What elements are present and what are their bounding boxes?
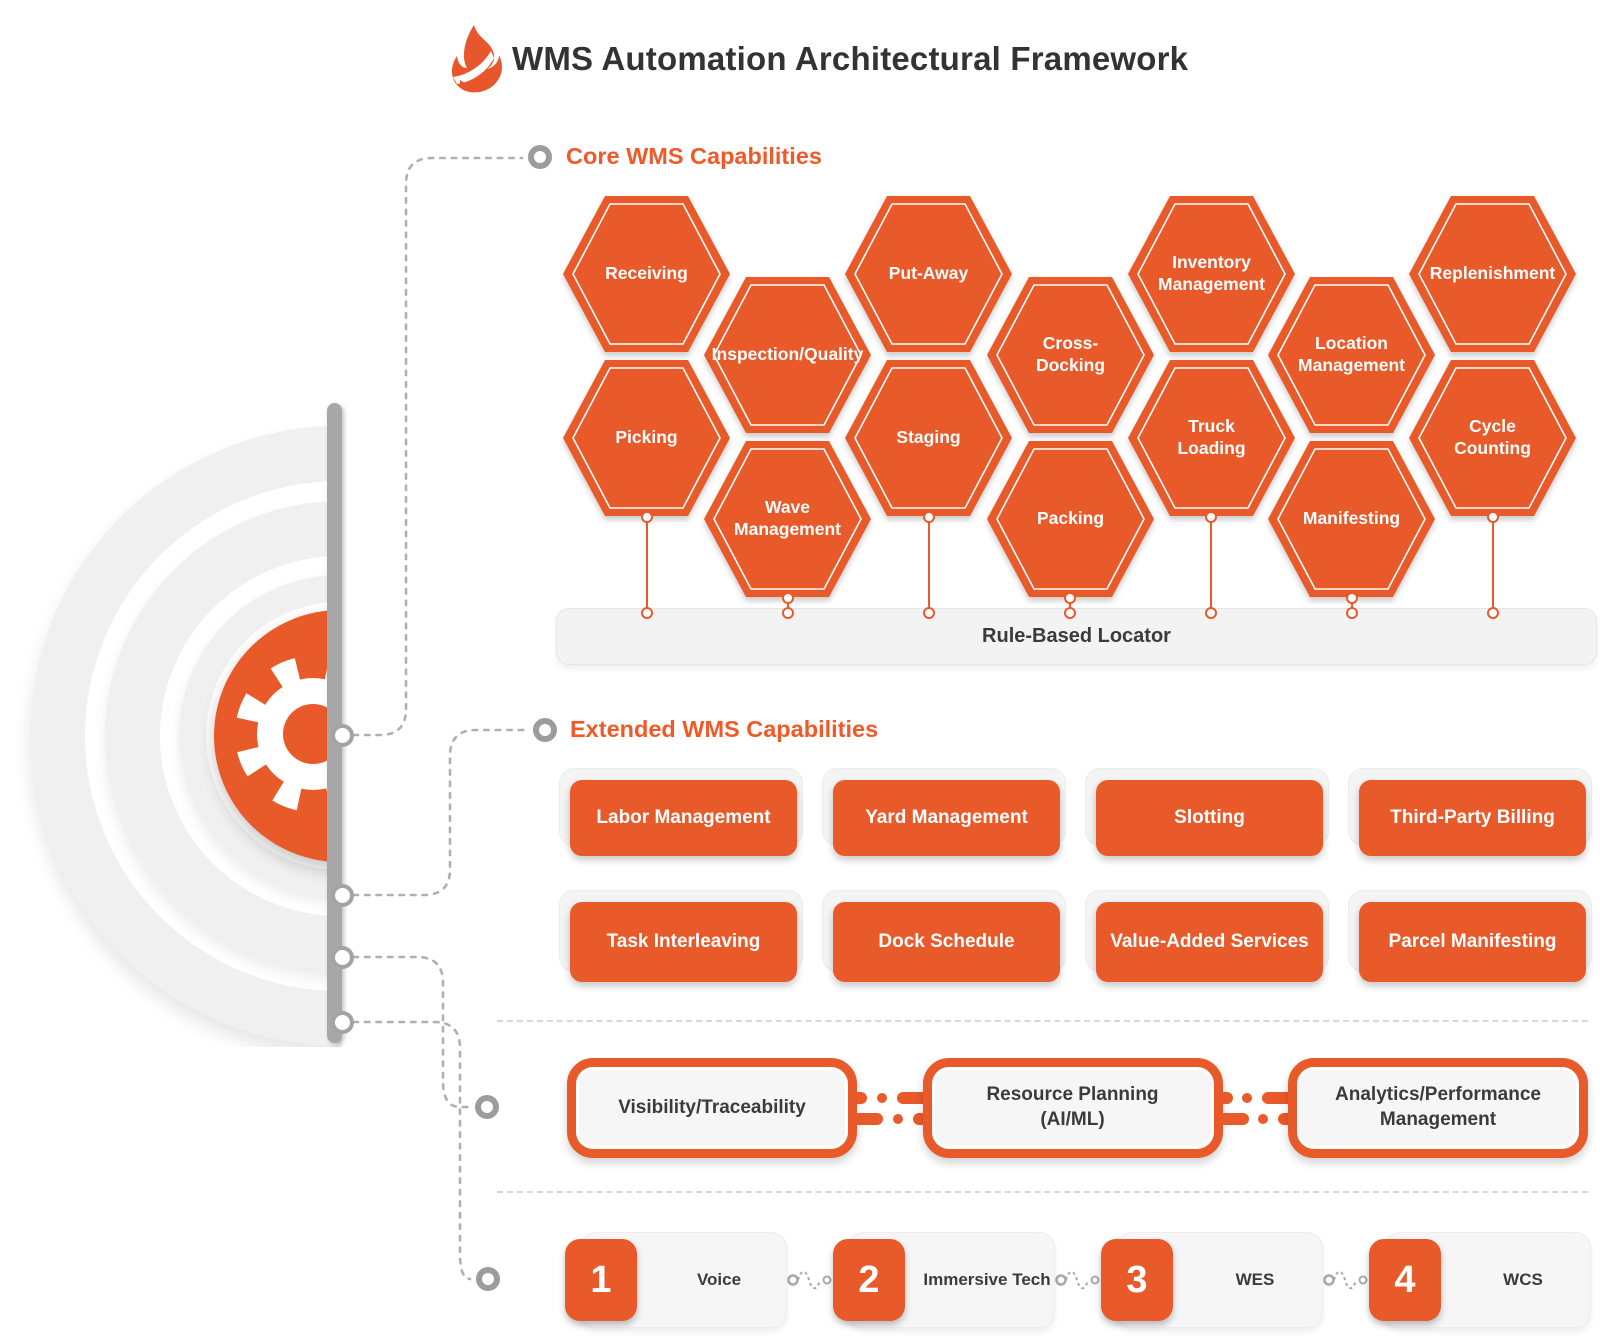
capability-parcel-manifesting: Parcel Manifesting	[1348, 890, 1592, 982]
hex-cell: Manifesting	[1267, 440, 1436, 598]
spine-bar	[327, 403, 342, 1043]
core-hexagon-grid: Receiving Picking Inspection/Quality Wav…	[555, 195, 1600, 675]
spine-node-extended	[331, 884, 354, 907]
number-badge: 2	[833, 1239, 905, 1321]
squiggle-connector-icon	[1055, 1263, 1101, 1297]
spine-node-timeline	[331, 1011, 354, 1034]
gear-icon	[235, 656, 342, 812]
bullseye-arcs	[0, 425, 342, 1047]
timeline-item-voice: 1 Voice	[565, 1232, 787, 1328]
hex-cell: Inventory Management	[1127, 195, 1296, 353]
number-badge: 4	[1369, 1239, 1441, 1321]
timeline-item-immersive-tech: 2 Immersive Tech	[833, 1232, 1055, 1328]
extended-row-1: Labor Management Yard Management Slottin…	[559, 768, 1592, 856]
timeline-item-wcs: 4 WCS	[1369, 1232, 1591, 1328]
flame-icon	[451, 25, 502, 93]
hex-cell: Location Management	[1267, 276, 1436, 434]
capability-slotting: Slotting	[1085, 768, 1329, 856]
page-title: WMS Automation Architectural Framework	[512, 40, 1189, 77]
hex-cell: Cycle Counting	[1408, 359, 1577, 517]
rule-based-locator-bar: Rule-Based Locator	[556, 608, 1597, 665]
capability-dock-schedule: Dock Schedule	[822, 890, 1066, 982]
hex-cell: Cross-Docking	[986, 276, 1155, 434]
hex-cell: Truck Loading	[1127, 359, 1296, 517]
hex-cell: Packing	[986, 440, 1155, 598]
capability-yard-management: Yard Management	[822, 768, 1066, 856]
spine-node-core	[331, 724, 354, 747]
capability-value-added-services: Value-Added Services	[1085, 890, 1329, 982]
core-section-heading: Core WMS Capabilities	[566, 143, 822, 169]
hex-cell: Picking	[562, 359, 731, 517]
ring-timeline-row	[476, 1267, 500, 1291]
dashed-divider-bottom	[497, 1191, 1588, 1193]
number-badge: 1	[565, 1239, 637, 1321]
hex-cell: Staging	[844, 359, 1013, 517]
extended-row-2: Task Interleaving Dock Schedule Value-Ad…	[559, 890, 1592, 982]
number-badge: 3	[1101, 1239, 1173, 1321]
squiggle-connector-icon	[1323, 1263, 1369, 1297]
integration-row: Visibility/Traceability Resource Plannin…	[567, 1058, 1588, 1158]
dashed-divider-top	[497, 1020, 1588, 1022]
box-visibility-traceability: Visibility/Traceability	[567, 1058, 857, 1158]
box-resource-planning: Resource Planning (AI/ML)	[922, 1058, 1223, 1158]
box-analytics-performance: Analytics/Performance Management	[1288, 1058, 1588, 1158]
spine-node-integration	[331, 946, 354, 969]
chain-link-connector	[1216, 1058, 1294, 1158]
hex-cell: Replenishment	[1408, 195, 1577, 353]
hex-cell: Receiving	[562, 195, 731, 353]
hex-cell: Inspection/Quality	[703, 276, 872, 434]
hex-cell: Wave Management	[703, 440, 872, 598]
chain-link-connector	[851, 1058, 929, 1158]
hex-cell: Put-Away	[844, 195, 1013, 353]
ring-integration-row	[475, 1095, 499, 1119]
extended-buttons-grid: Labor Management Yard Management Slottin…	[559, 768, 1592, 1028]
ring-extended-heading	[533, 718, 557, 742]
ring-core-heading	[528, 145, 552, 169]
capability-labor-management: Labor Management	[559, 768, 803, 856]
timeline-item-wes: 3 WES	[1101, 1232, 1323, 1328]
capability-third-party-billing: Third-Party Billing	[1348, 768, 1592, 856]
technology-timeline: 1 Voice 2 Immersive Tech 3 WES 4 WCS	[565, 1232, 1591, 1328]
squiggle-connector-icon	[787, 1263, 833, 1297]
capability-task-interleaving: Task Interleaving	[559, 890, 803, 982]
extended-section-heading: Extended WMS Capabilities	[570, 716, 879, 742]
